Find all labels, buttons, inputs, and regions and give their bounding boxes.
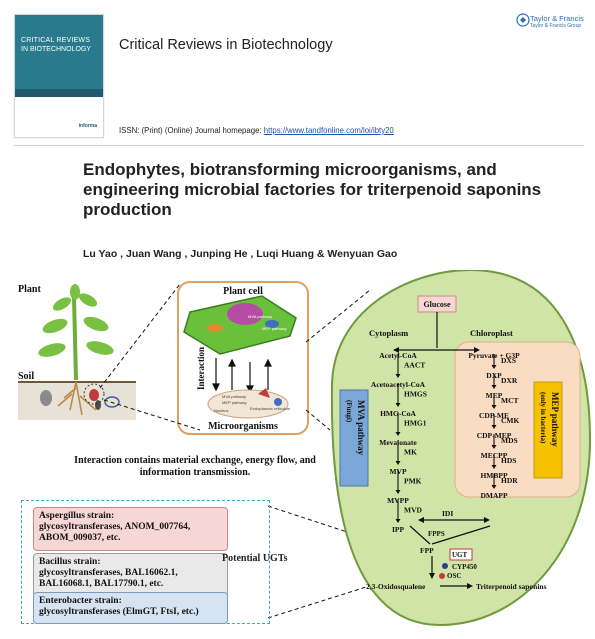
pathway-arrowhead xyxy=(491,425,497,429)
graphical-abstract: Plant Soil Plant cell MVA pathway MEP pa… xyxy=(18,270,592,627)
cover-title-line1: CRITICAL REVIEWS xyxy=(21,37,91,44)
journal-cover: CRITICAL REVIEWS IN BIOTECHNOLOGY inform… xyxy=(14,14,104,138)
pathway-arrowhead xyxy=(491,465,497,469)
chloroplast-label: Chloroplast xyxy=(470,328,513,338)
cover-band xyxy=(15,89,103,97)
pathway-arrowhead xyxy=(491,445,497,449)
interaction-caption: Interaction contains material exchange, … xyxy=(74,455,316,478)
microbe-blue xyxy=(104,396,120,408)
microorganisms-label: Microorganisms xyxy=(208,421,278,432)
pathway-arrowhead xyxy=(491,405,497,409)
pathway-arrowhead xyxy=(395,432,401,436)
cell-inner-mep: MEP pathway xyxy=(222,400,247,405)
pathway-enzyme: DXR xyxy=(501,376,518,385)
cell-inner-nucleus: Nucleus xyxy=(214,408,228,413)
pathway-arrowhead xyxy=(395,461,401,465)
cyp450-label: CYP450 xyxy=(452,563,477,571)
strain-box-aspergillus: Aspergillus strain: glycosyltransferases… xyxy=(33,507,228,551)
issn-prefix: ISSN: (Print) (Online) Journal homepage: xyxy=(119,126,264,135)
pathway-enzyme: MDS xyxy=(501,436,518,445)
pathway-arrowhead xyxy=(395,490,401,494)
mep-pathway-box xyxy=(533,381,563,479)
mep-steps: Pyruvate + G3PDXSDXPDXRMEPMCTCDP-MECMKCD… xyxy=(468,351,520,500)
strain-enzymes: glycosyltransferases, BAL16062.1, xyxy=(39,568,178,578)
cytoplasm-label: Cytoplasm xyxy=(369,328,408,338)
pathway-arrowhead xyxy=(491,385,497,389)
issn-line: ISSN: (Print) (Online) Journal homepage:… xyxy=(119,126,394,135)
cell-inner-er: Endoplasmic reticulum xyxy=(250,406,291,411)
cover-title-line2: IN BIOTECHNOLOGY xyxy=(21,46,92,53)
pathway-enzyme: MVD xyxy=(404,506,422,515)
microbe-red xyxy=(89,389,99,401)
potential-ugts-label: Potential UGTs xyxy=(222,553,288,564)
osc-label: OSC xyxy=(447,572,461,580)
pathway-arrowhead xyxy=(491,365,497,369)
pathway-enzyme: AACT xyxy=(404,361,425,370)
mva-pathway-box xyxy=(339,389,369,487)
article-authors: Lu Yao , Juan Wang , Junping He , Luqi H… xyxy=(83,248,398,260)
soil-label: Soil xyxy=(18,371,34,382)
publisher-name: Taylor & Francis xyxy=(530,14,584,23)
journal-homepage-link[interactable]: https://www.tandfonline.com/loi/ibty20 xyxy=(263,126,394,135)
svg-text:MEP pathway: MEP pathway xyxy=(262,326,287,331)
pathway-enzyme: PMK xyxy=(404,477,422,486)
fpps-label: FPPS xyxy=(428,530,445,538)
cover-color-block xyxy=(15,15,103,89)
glucose-label: Glucose xyxy=(423,300,451,309)
strain-enzymes: glycosyltransferases, ANOM_007764, xyxy=(39,522,191,532)
pathway-arrowhead xyxy=(395,403,401,407)
publisher-subname: Taylor & Francis Group xyxy=(530,23,582,29)
strain-box-enterobacter: Enterobacter strain: glycosyltransferase… xyxy=(33,592,228,624)
publisher-logo-icon xyxy=(516,13,530,27)
strain-name: Enterobacter strain: xyxy=(39,596,122,606)
journal-title[interactable]: Critical Reviews in Biotechnology xyxy=(119,37,333,53)
ugt-box xyxy=(449,548,473,561)
ugt-label: UGT xyxy=(452,551,468,559)
idi-label: IDI xyxy=(442,509,453,518)
cell-illustration xyxy=(183,295,297,355)
pathway-arrowhead xyxy=(395,374,401,378)
strain-name: Bacillus strain: xyxy=(39,557,101,567)
roots xyxy=(57,381,97,416)
pathway-enzyme: HDS xyxy=(501,456,516,465)
pathway-enzyme: CMK xyxy=(501,416,519,425)
interaction-label: Interaction xyxy=(196,347,206,390)
strain-ids: ABOM_009037, etc. xyxy=(39,533,121,543)
pathway-metabolite: IPP xyxy=(392,525,405,534)
mep-pathway-sub: (only in bacteria) xyxy=(539,392,547,444)
strain-enzymes: glycosyltransferases (ElmGT, FtsI, etc.) xyxy=(39,607,199,617)
fpp-label: FPP xyxy=(420,546,434,555)
strain-box-bacillus: Bacillus strain: glycosyltransferases, B… xyxy=(33,553,228,597)
pathway-enzyme: HDR xyxy=(501,476,518,485)
pathway-metabolite: DMAPP xyxy=(480,491,507,500)
pathway-enzyme: MK xyxy=(404,448,417,457)
svg-text:MVA pathway: MVA pathway xyxy=(248,314,272,319)
pathway-enzyme: HMGS xyxy=(404,390,427,399)
pathway-enzyme: DXS xyxy=(501,356,516,365)
strain-ids: BAL16068.1, BAL17790.1, etc. xyxy=(39,579,164,589)
pathway-arrowhead xyxy=(395,519,401,523)
plant-illustration xyxy=(38,284,114,381)
mva-pathway-sub: (Fungi) xyxy=(345,400,353,423)
plant-label: Plant xyxy=(18,284,41,295)
article-title: Endophytes, biotransforming microorganis… xyxy=(83,160,542,219)
plant-cell-label: Plant cell xyxy=(223,286,263,297)
strain-name: Aspergillus strain: xyxy=(39,511,115,521)
pathway-enzyme: HMG1 xyxy=(404,419,427,428)
pathway-enzyme: MCT xyxy=(501,396,519,405)
header-divider xyxy=(14,145,584,146)
mva-pathway-label: MVA pathway xyxy=(356,400,366,456)
oxidosqualene-label: 2,3-Oxidosqualene xyxy=(366,582,426,591)
product-label: Triterpenoid saponins xyxy=(476,582,547,591)
soil-particle xyxy=(40,390,52,406)
mep-pathway-label: MEP pathway xyxy=(550,392,560,447)
cover-publisher: informa xyxy=(78,123,97,129)
mva-steps: Acetyl-CoAAACTAcetoacetyl-CoAHMGSHMG-CoA… xyxy=(371,351,427,534)
pathway-arrowhead xyxy=(491,485,497,489)
cell-inner-mva: MVA pathway xyxy=(222,394,246,399)
